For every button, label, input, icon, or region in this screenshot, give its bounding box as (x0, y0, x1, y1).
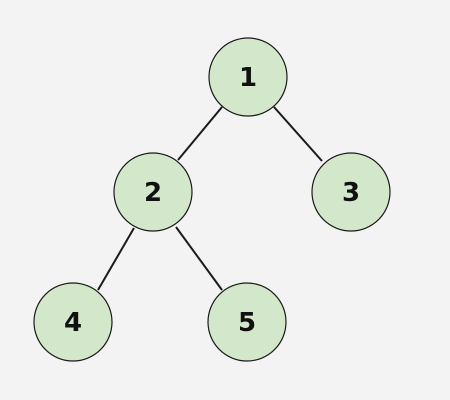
node-circle (208, 37, 288, 117)
edge-1-2 (177, 106, 223, 161)
node-label: 2 (144, 178, 162, 208)
tree-node-4: 4 (33, 282, 113, 362)
tree-node-5: 5 (207, 282, 287, 362)
node-circle (113, 152, 193, 232)
node-label: 5 (238, 308, 256, 338)
node-circle (33, 282, 113, 362)
tree-node-1: 1 (208, 37, 288, 117)
node-circle (311, 152, 391, 232)
node-label: 1 (239, 63, 257, 93)
tree-node-3: 3 (311, 152, 391, 232)
edge-2-5 (175, 226, 223, 291)
edge-2-4 (97, 227, 135, 291)
node-circle (207, 282, 287, 362)
tree-node-2: 2 (113, 152, 193, 232)
node-label: 4 (64, 308, 82, 338)
node-label: 3 (342, 178, 360, 208)
edge-1-3 (273, 106, 323, 162)
